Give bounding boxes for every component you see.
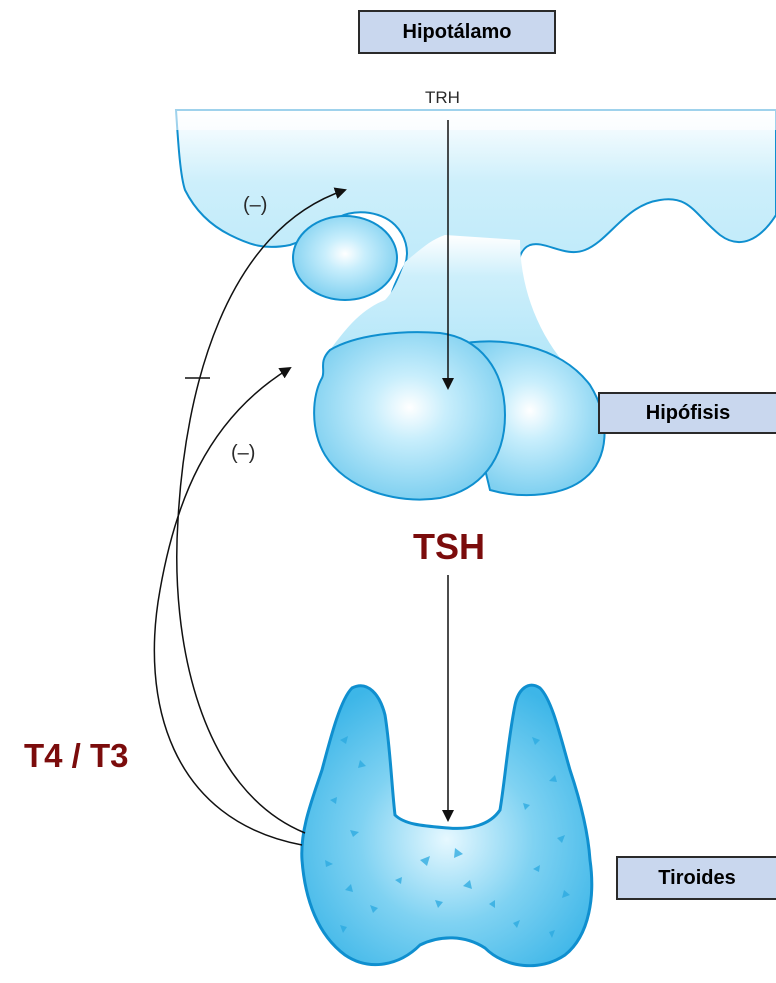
hypothalamic-nucleus [293, 216, 397, 300]
t4-t3-label: T4 / T3 [24, 737, 129, 775]
feedback-arrow-to-pituitary [154, 368, 302, 845]
feedback-lower-label: (–) [231, 442, 255, 465]
hipotalamo-label: Hipotálamo [358, 10, 556, 54]
tiroides-label: Tiroides [616, 856, 776, 900]
thyroid-gland [302, 685, 592, 966]
feedback-upper-label: (–) [243, 194, 267, 217]
trh-label: TRH [425, 88, 460, 108]
hipofisis-label: Hipófisis [598, 392, 776, 434]
tsh-label: TSH [413, 526, 485, 568]
pituitary-anterior-lobe [314, 332, 505, 499]
